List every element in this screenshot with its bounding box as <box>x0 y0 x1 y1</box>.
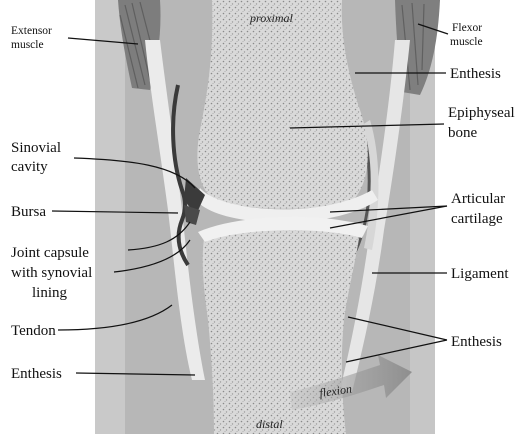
tendon-label: Tendon <box>11 323 56 339</box>
enthesis-right-label: Enthesis <box>451 334 502 350</box>
proximal-label: proximal <box>249 11 294 25</box>
outer-skin-left <box>95 0 125 434</box>
distal-bone <box>203 223 360 434</box>
articular-cartilage-label: Articular cartilage <box>451 191 509 227</box>
proximal-bone <box>197 0 367 209</box>
sinovial-cavity-label: Sinovial cavity <box>11 140 65 175</box>
distal-label: distal <box>256 417 283 431</box>
enthesis-left-label: Enthesis <box>11 366 62 382</box>
bursa-label: Bursa <box>11 204 46 220</box>
epiphyseal-bone-label: Epiphyseal bone <box>448 105 518 141</box>
flexor-muscle-label: Flexor muscle <box>450 22 485 48</box>
joint-capsule-label: Joint capsule with synovial lining <box>11 245 96 301</box>
enthesis-top-label: Enthesis <box>450 66 501 82</box>
extensor-muscle-label: Extensor muscle <box>11 25 55 51</box>
ligament-label: Ligament <box>451 266 509 282</box>
